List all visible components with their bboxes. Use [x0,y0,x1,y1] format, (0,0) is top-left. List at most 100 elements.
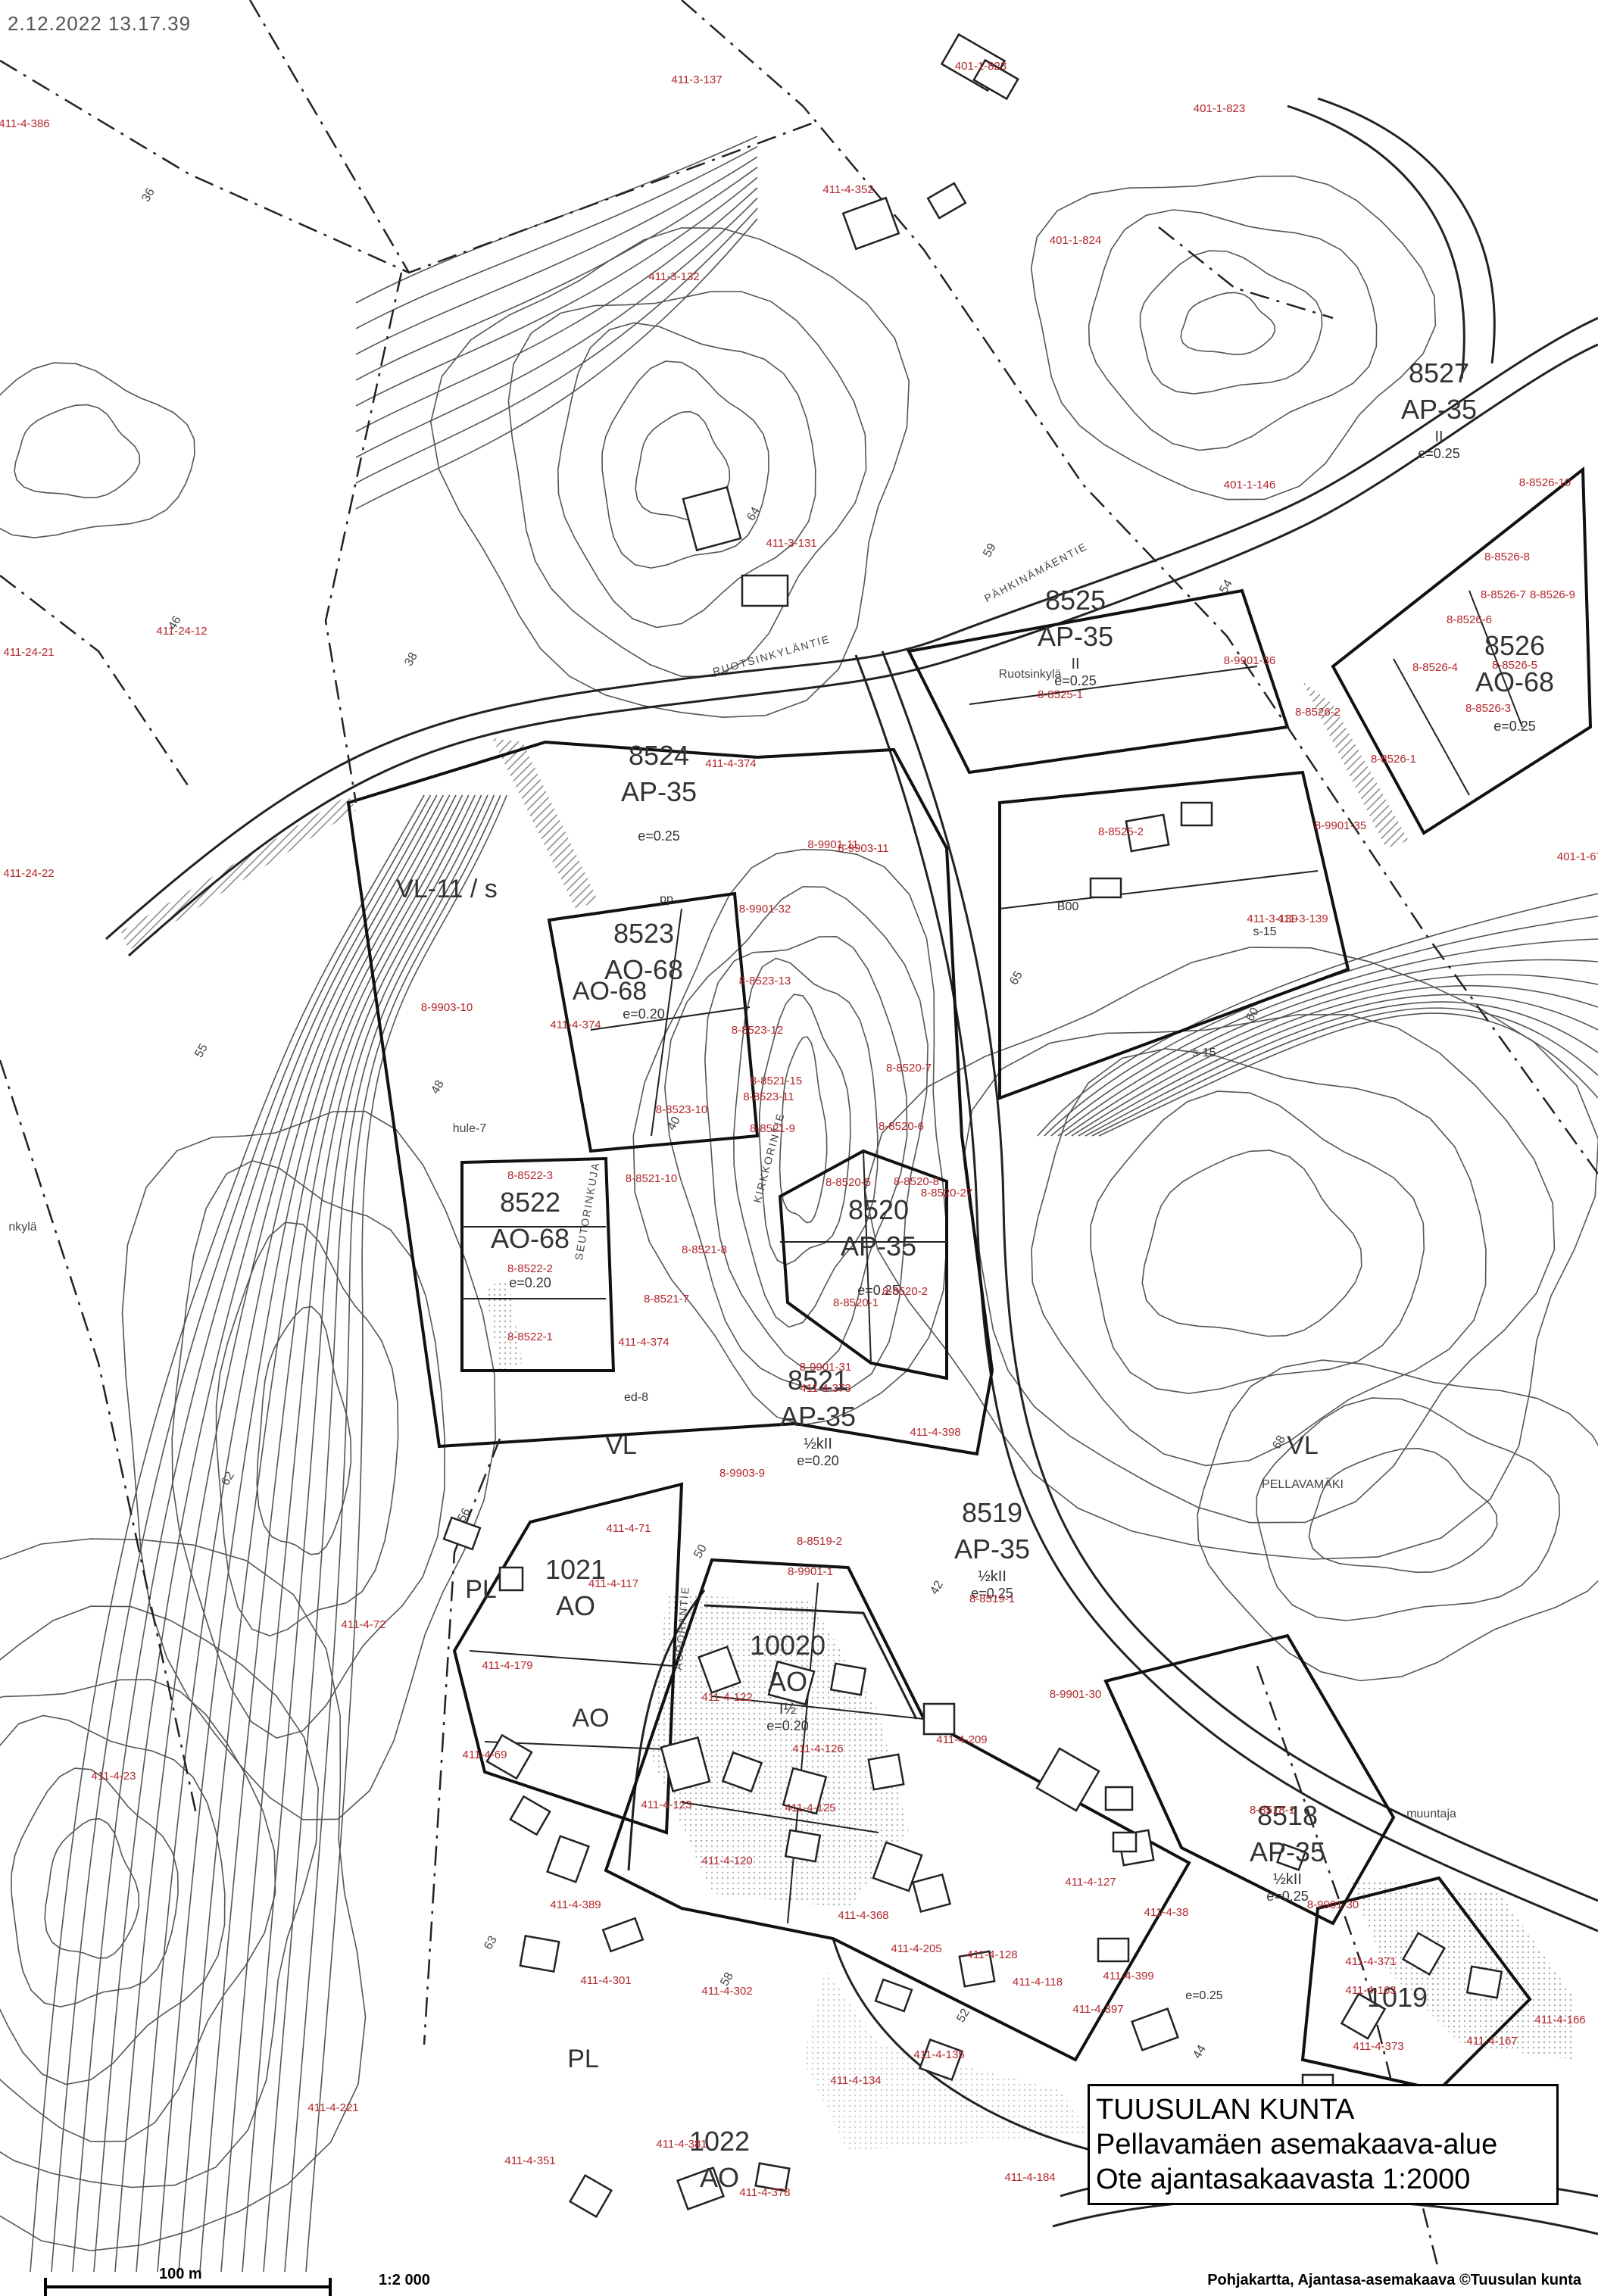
block-zone: AP-35 [621,776,697,807]
property-id: 8-8519-1 [969,1593,1015,1605]
building [784,1829,822,1863]
property-id: 411-4-374 [618,1336,669,1349]
contour-line [1031,1048,1487,1467]
plan-code: pp [660,893,673,906]
property-id: 8-9903-11 [838,842,888,855]
plot-line [651,908,682,1137]
boundary-line [547,891,760,1153]
block-number: 10020 [750,1630,826,1661]
property-id: 8-8526-10 [1519,476,1571,489]
property-id: 8-8526-2 [1295,706,1341,719]
contour-line [1256,1397,1561,1621]
contour-elevation: 59 [981,541,999,560]
contour-elevation: 48 [429,1078,447,1097]
building [509,1795,551,1836]
road-edge [105,317,1598,941]
property-id: 411-4-23 [92,1770,136,1783]
contour-elevation: 54 [1217,578,1235,596]
property-id: 8-8526-5 [1492,659,1537,672]
building [721,1751,763,1793]
contour-elevation: 62 [219,1470,237,1488]
block-efficiency: e=0.25 [638,828,680,844]
building [698,1646,741,1694]
property-id: 411-3-132 [648,270,699,283]
contour-line [171,1160,445,1739]
property-id: 411-4-69 [463,1749,507,1761]
shaded-areas [485,1280,1575,2151]
block-efficiency: e=0.25 [1418,446,1460,461]
contour-elevation: 44 [1191,2043,1209,2061]
property-id: 411-4-135 [913,2048,964,2061]
print-timestamp: 2.12.2022 13.17.39 [8,12,192,35]
contour-line [355,145,758,329]
block-efficiency: e=0.25 [1054,673,1097,688]
block-efficiency: e=0.25 [857,1283,900,1298]
boundary-line [1103,1633,1396,1926]
block-zone: AP-35 [841,1231,916,1262]
contour-line [1141,1150,1362,1337]
contour-elevation: 50 [691,1543,710,1561]
block-efficiency: e=0.20 [509,1275,551,1290]
contour-line [1030,175,1437,501]
contour-line [1044,916,1598,1137]
map-credits: Pohjakartta, Ajantasa-asemakaava ©Tuusul… [1207,2272,1581,2288]
building [767,1660,816,1706]
block-number: 8525 [1045,585,1106,616]
building [874,1978,913,2013]
property-id: 8-8518-1 [1250,1804,1295,1817]
contour-line [0,1679,276,2142]
area-label: muuntaja [1406,1808,1456,1820]
building [1180,801,1213,827]
plot-line [681,1802,879,1833]
block-zone: AO [700,2162,739,2193]
zone-label: PL [465,1575,497,1604]
property-boundary [681,0,1598,1175]
property-id: 411-4-179 [482,1659,532,1672]
zone-label: VL-11 / s [396,875,498,903]
contour-line [157,794,463,2273]
plot-line [1393,658,1470,796]
property-id: 411-3-139 [1277,912,1328,925]
block-efficiency: e=0.25 [971,1586,1013,1601]
road-edge [881,650,1598,1902]
property-id: 8-8521-8 [682,1243,727,1256]
property-id: 8-9901-36 [1224,654,1275,667]
property-id: 8-8523-10 [656,1103,707,1116]
building [485,1733,533,1780]
property-id: 8-9903-10 [421,1001,473,1014]
contour-line [355,218,758,510]
contour-line [256,1306,352,1555]
boundary-line [1300,1876,1532,2092]
property-id: 8-9903-9 [719,1467,765,1480]
plot-line [711,1695,925,1720]
contour-line [1078,994,1598,1137]
block-floors: ½kII [978,1568,1007,1585]
property-boundary [423,1438,501,2045]
block-zone: AO [556,1590,595,1621]
building [676,2167,725,2210]
property-id: 411-4-166 [1534,2014,1585,2026]
property-id: 8-8522-1 [507,1330,553,1343]
property-id: 8-9901-32 [739,903,791,916]
property-boundary [1158,226,1334,320]
contour-line [284,794,501,2273]
contour-elevation: 36 [139,186,158,204]
hatched-strip [121,795,356,950]
scale-ratio: 1:2 000 [379,2272,430,2288]
boundary-line [460,1156,616,1372]
building [1131,2007,1179,2051]
building [568,2173,613,2219]
property-id: 411-4-38 [1144,1906,1189,1919]
property-id: 411-4-399 [1103,1970,1153,1982]
contour-line [1057,959,1598,1137]
property-id: 411-4-398 [910,1426,960,1439]
block-number: 8518 [1257,1800,1318,1831]
contour-line [732,957,879,1328]
block-floors: ½kII [804,1436,832,1452]
property-id: 411-4-381 [656,2138,707,2151]
shaded-area [485,1280,523,1371]
property-id: 8-8523-12 [732,1024,783,1037]
contour-line [1091,1007,1598,1137]
